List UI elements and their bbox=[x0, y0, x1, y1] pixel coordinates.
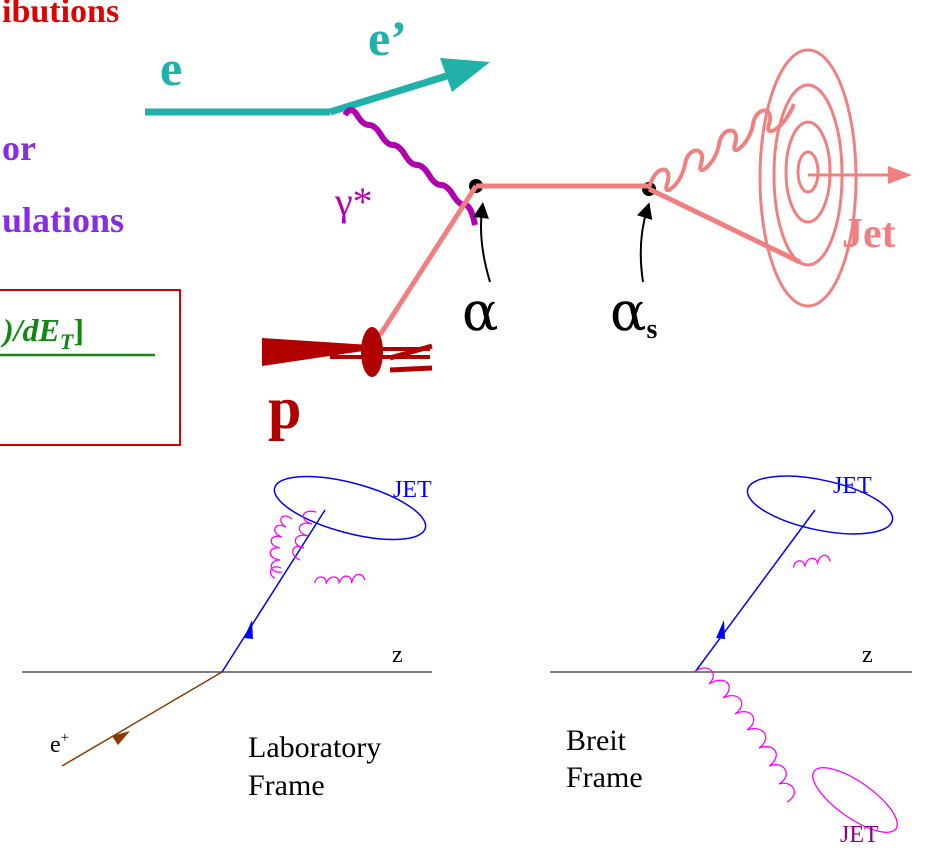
breit-caption-line1: Breit bbox=[566, 724, 627, 757]
heading-fragment-ibutions: ibutions bbox=[2, 0, 119, 30]
label-e-prime: e’ bbox=[368, 10, 407, 66]
proton-remnant-1 bbox=[389, 343, 433, 361]
breit-quark-line bbox=[694, 509, 816, 673]
jet-ring-core bbox=[796, 150, 820, 194]
lab-positron-label: e+ bbox=[50, 730, 69, 758]
breit-jet-ellipse-bottom bbox=[812, 767, 898, 833]
proton-body bbox=[262, 338, 370, 366]
breit-gluon-small bbox=[792, 554, 831, 568]
formula-text: )/dET] bbox=[0, 312, 84, 354]
label-p: p bbox=[268, 375, 301, 441]
lab-quark-arrow bbox=[244, 620, 253, 639]
lab-quark-line bbox=[221, 509, 326, 673]
breit-z-label: z bbox=[862, 642, 873, 668]
proton-blob bbox=[361, 327, 383, 377]
formula-box bbox=[0, 289, 181, 446]
lab-z-label: z bbox=[392, 642, 403, 668]
label-jet: Jet bbox=[842, 211, 896, 257]
lab-caption-line1: Laboratory bbox=[248, 731, 381, 764]
text-fragment-ulations: ulations bbox=[2, 200, 124, 240]
lab-gluon-c bbox=[314, 573, 366, 585]
breit-quark-arrow bbox=[716, 620, 725, 639]
label-e: e bbox=[160, 40, 182, 96]
lab-positron-arrow bbox=[112, 731, 130, 745]
label-alpha: α bbox=[462, 280, 498, 343]
jet-arrowhead bbox=[888, 166, 912, 184]
lab-jet-label: JET bbox=[393, 477, 432, 503]
lab-jet-ellipse bbox=[273, 475, 427, 541]
quark-in-line bbox=[377, 184, 479, 337]
breit-caption-line2: Frame bbox=[566, 761, 643, 794]
label-alpha-s: αs bbox=[610, 280, 657, 345]
jet-ring-inner bbox=[784, 120, 832, 224]
lab-positron-line bbox=[61, 671, 223, 767]
breit-jet-label-bottom: JET bbox=[840, 822, 879, 848]
alpha-pointer bbox=[473, 202, 491, 283]
electron-out-line bbox=[328, 71, 452, 116]
lab-gluon-b bbox=[269, 515, 293, 573]
quark-out-line bbox=[647, 186, 802, 265]
text-fragment-or: or bbox=[2, 128, 36, 168]
photon-line bbox=[342, 107, 478, 226]
gluon-line bbox=[647, 103, 796, 193]
breit-jet-label-top: JET bbox=[833, 473, 872, 499]
proton-remnant-2 bbox=[389, 365, 433, 373]
jet-ring-outer bbox=[758, 48, 858, 308]
lab-gluon-a bbox=[269, 510, 317, 579]
electron-out-arrowhead bbox=[440, 58, 490, 92]
alpha-s-pointer bbox=[636, 202, 653, 283]
breit-jet-ellipse-top bbox=[746, 475, 894, 535]
breit-gluon-long bbox=[694, 667, 795, 803]
label-gamma-star: γ* bbox=[334, 179, 373, 224]
lab-caption-line2: Frame bbox=[248, 769, 325, 802]
